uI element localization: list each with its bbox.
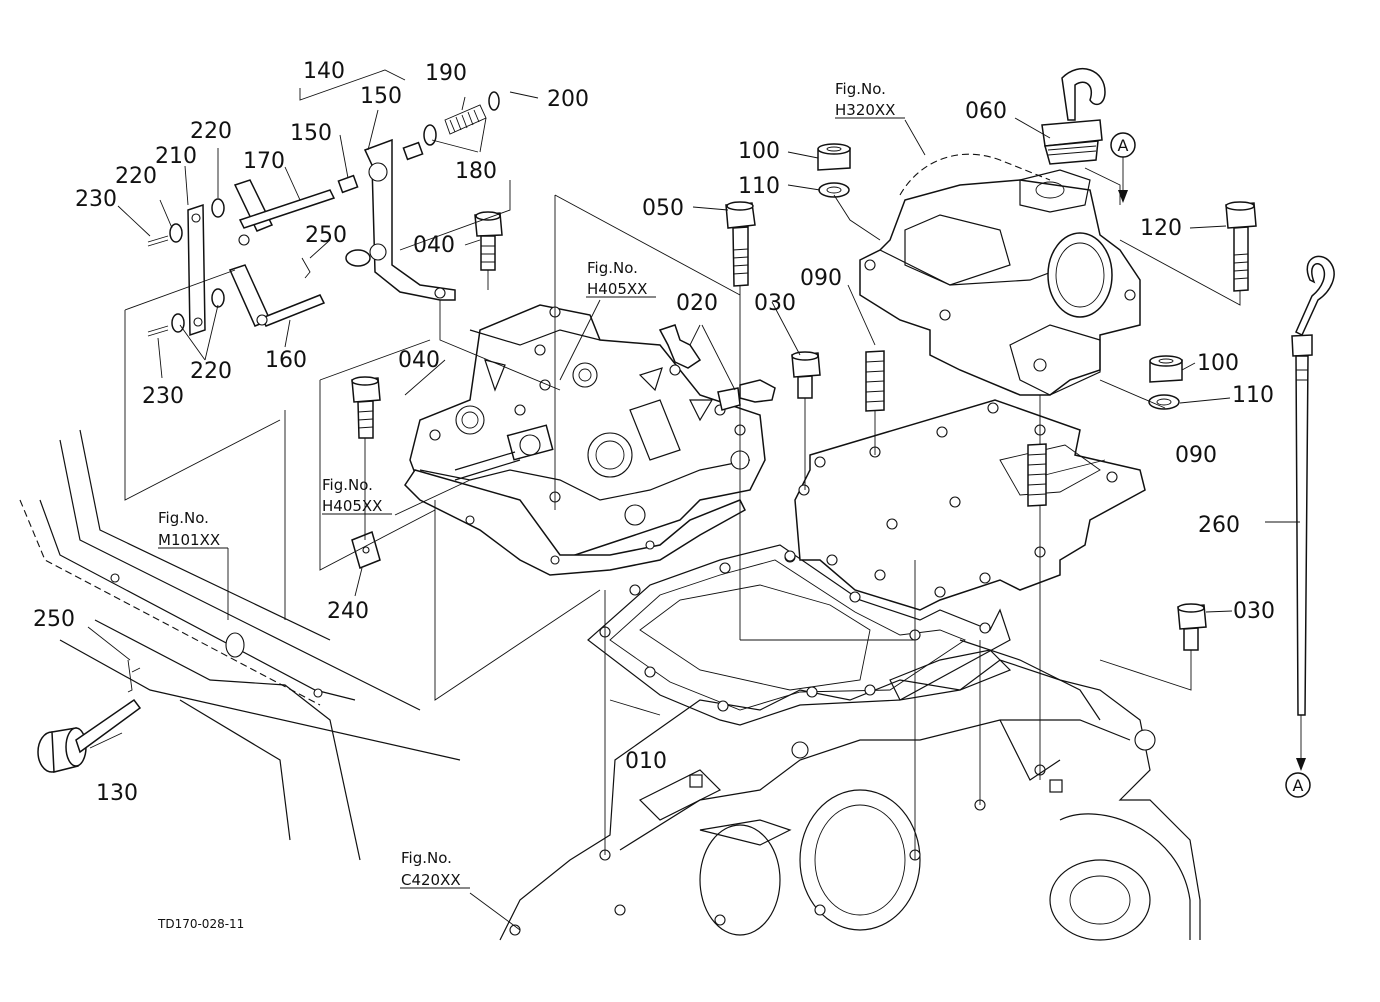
label-090b: 090 [1175,443,1217,468]
fitting-020 [658,324,776,411]
label-230a: 230 [75,187,117,212]
fig-ref-m101-label: Fig.No. [158,509,209,527]
fig-ref-h405a-label: Fig.No. [587,259,638,277]
nut-100-lower [1149,355,1183,383]
bolt-120 [1225,201,1257,292]
label-180: 180 [455,159,497,184]
top-cover-plate [784,399,1146,611]
label-260: 260 [1198,513,1240,538]
label-210: 210 [155,144,197,169]
label-140: 140 [303,59,345,84]
plate-240 [351,530,381,570]
label-120: 120 [1140,216,1182,241]
label-100a: 100 [738,139,780,164]
rear-cover-housing [859,153,1141,396]
bolt-040-upper [474,211,503,271]
label-150b: 150 [290,121,332,146]
fig-ref-h405b-code: H405XX [322,497,382,515]
breather-cap-060 [1041,67,1106,165]
washer-110-lower [1148,394,1180,410]
panel-m101xx [19,429,461,861]
label-220c: 220 [190,359,232,384]
fig-ref-h405b-label: Fig.No. [322,476,373,494]
bolt-030-center [791,351,821,399]
lever-bracket-140 [345,138,456,301]
label-050: 050 [642,196,684,221]
label-220b: 220 [115,164,157,189]
assembly-lines [124,167,1241,860]
washer-110-upper [818,182,850,198]
fig-ref-h320-label: Fig.No. [835,80,886,98]
label-150a: 150 [360,84,402,109]
leader-lines [87,69,1300,931]
label-110b: 110 [1232,383,1274,408]
label-130: 130 [96,781,138,806]
valve-base-plate [404,469,746,576]
levers-160-170 [228,179,336,327]
stud-090-upper [865,350,885,412]
label-040a: 040 [413,233,455,258]
label-240: 240 [327,599,369,624]
label-160: 160 [265,348,307,373]
label-020: 020 [676,291,718,316]
label-190: 190 [425,61,467,86]
link-plate-210 [147,198,311,337]
label-220a: 220 [190,119,232,144]
label-090a: 090 [800,266,842,291]
part-number-labels: 140 190 150 200 150 180 220 170 210 220 … [33,59,1275,806]
label-250b: 250 [33,607,75,632]
callout-a-bottom: A [1285,715,1311,798]
fig-ref-h405a-code: H405XX [587,280,647,298]
dipstick-260 [1291,255,1335,716]
label-030a: 030 [754,291,796,316]
label-030b: 030 [1233,599,1275,624]
stud-090-lower [1027,443,1047,507]
pin-130 [37,698,142,773]
callout-a-top: A [1110,132,1136,203]
transmission-case [499,639,1201,941]
label-060: 060 [965,99,1007,124]
bolt-030-right [1177,603,1207,651]
fig-ref-h320-code: H320XX [835,101,895,119]
spring-190 [444,104,487,135]
collars-150-180 [337,91,500,194]
callout-a-bottom-text: A [1293,776,1304,795]
clip-250-lower [127,659,141,693]
label-110a: 110 [738,174,780,199]
label-010: 010 [625,749,667,774]
label-230b: 230 [142,384,184,409]
fig-ref-c420-label: Fig.No. [401,849,452,867]
figure-references: Fig.No. H320XX Fig.No. H405XX Fig.No. H4… [158,80,895,889]
label-250a: 250 [305,223,347,248]
bolt-040-lower [351,376,381,439]
nut-100-upper [817,143,851,171]
label-170: 170 [243,149,285,174]
bolt-050 [725,201,756,287]
label-040b: 040 [398,348,440,373]
label-200: 200 [547,87,589,112]
fig-ref-c420-code: C420XX [401,871,461,889]
label-100b: 100 [1197,351,1239,376]
fig-ref-underlines [158,117,905,889]
fig-ref-m101-code: M101XX [158,531,220,549]
callout-a-top-text: A [1118,136,1129,155]
drawing-code: TD170-028-11 [157,917,244,931]
